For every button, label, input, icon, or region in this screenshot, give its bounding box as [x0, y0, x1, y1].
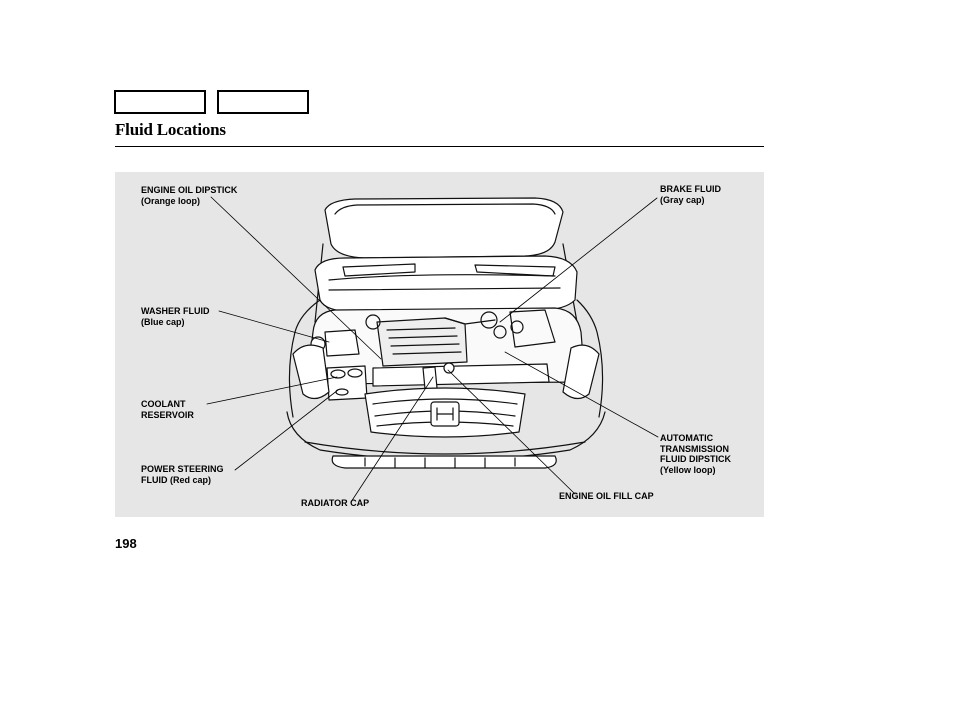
page-number: 198: [115, 536, 137, 551]
label-brake-fluid: BRAKE FLUID (Gray cap): [660, 184, 721, 205]
nav-index-button[interactable]: [217, 90, 309, 114]
label-engine-oil-dipstick: ENGINE OIL DIPSTICK (Orange loop): [141, 185, 238, 206]
label-engine-oil-fill-cap: ENGINE OIL FILL CAP: [559, 491, 654, 501]
page-title: Fluid Locations: [115, 120, 226, 139]
label-coolant-reservoir: COOLANT RESERVOIR: [141, 399, 194, 420]
engine-compartment-figure: ENGINE OIL DIPSTICK (Orange loop) WASHER…: [115, 172, 764, 517]
label-atf-dipstick: AUTOMATIC TRANSMISSION FLUID DIPSTICK (Y…: [660, 433, 731, 475]
label-radiator-cap: RADIATOR CAP: [301, 498, 370, 508]
title-divider: [115, 146, 764, 147]
label-washer-fluid: WASHER FLUID (Blue cap): [141, 306, 210, 327]
label-power-steering-fluid: POWER STEERING FLUID (Red cap): [141, 464, 224, 485]
engine-bay-illustration: [206, 196, 659, 503]
nav-main-menu-button[interactable]: [114, 90, 206, 114]
